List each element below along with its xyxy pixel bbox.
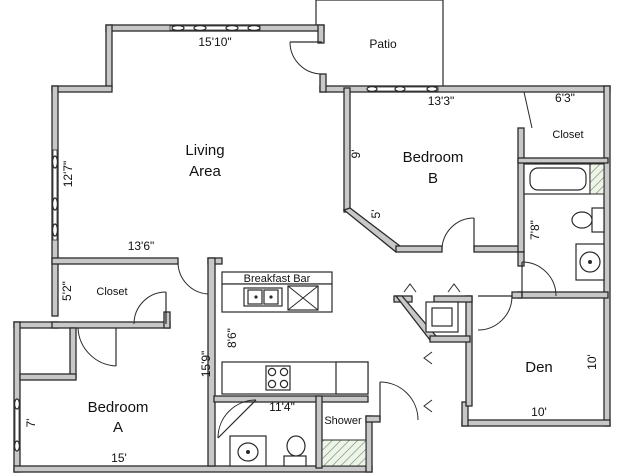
dim-top: 15'10" <box>198 35 231 49</box>
room-label-breakfast-bar: Breakfast Bar <box>244 273 311 285</box>
toilet-icon <box>571 211 593 229</box>
room-label-bedroom-b-line1: Bedroom <box>403 149 464 166</box>
dim-closet-living-left: 5'2" <box>60 281 74 301</box>
dim-living-bottom: 13'6" <box>128 239 155 253</box>
dim-kitchen-bottom: 11'4" <box>269 400 295 414</box>
dim-kitchen-left-b: 15'9" <box>199 351 213 378</box>
refrigerator-icon <box>335 361 369 395</box>
room-label-closet-b: Closet <box>552 129 583 141</box>
bathroom-b <box>523 163 605 281</box>
dim-bedroom-b-left: 9' <box>349 150 363 159</box>
sink-icon <box>229 435 267 467</box>
dim-bedroom-b-top: 13'3" <box>428 94 455 108</box>
room-label-den: Den <box>525 359 553 376</box>
bathroom-a <box>229 435 367 467</box>
dim-den-bottom: 10' <box>531 405 547 419</box>
room-label-living-line1: Living <box>185 142 224 159</box>
room-labels: Patio Living Area Bedroom B Closet Close… <box>88 37 584 436</box>
toilet-icon <box>286 435 306 457</box>
dimension-labels: 15'10" 12'7" 13'6" 13'3" 6'3" 9' 5' 7'8"… <box>24 35 599 465</box>
dim-living-left: 12'7" <box>61 161 75 188</box>
room-label-closet-living: Closet <box>96 286 127 298</box>
dim-bedroom-a-left: 7' <box>24 419 38 428</box>
laundry <box>425 301 459 333</box>
room-label-bedroom-b-line2: B <box>428 170 438 187</box>
doors <box>77 41 557 439</box>
dim-bedroom-b-diag: 5' <box>369 210 383 219</box>
dim-kitchen-left-a: 8'6" <box>225 328 239 348</box>
interior-walls <box>19 87 609 469</box>
room-label-bedroom-a-line2: A <box>113 419 123 436</box>
dim-closet-b-top: 6'3" <box>555 91 575 105</box>
room-label-shower: Shower <box>324 415 362 427</box>
dim-bedroom-a-bottom: 15' <box>111 451 127 465</box>
room-label-patio: Patio <box>369 37 397 51</box>
kitchen <box>221 271 369 395</box>
dim-den-right: 10' <box>585 354 599 370</box>
room-label-living-line2: Area <box>189 163 221 180</box>
dim-bath-right: 7'8" <box>528 220 542 240</box>
shower-icon <box>321 439 367 467</box>
room-label-bedroom-a-line1: Bedroom <box>88 399 149 416</box>
windows <box>14 25 439 452</box>
